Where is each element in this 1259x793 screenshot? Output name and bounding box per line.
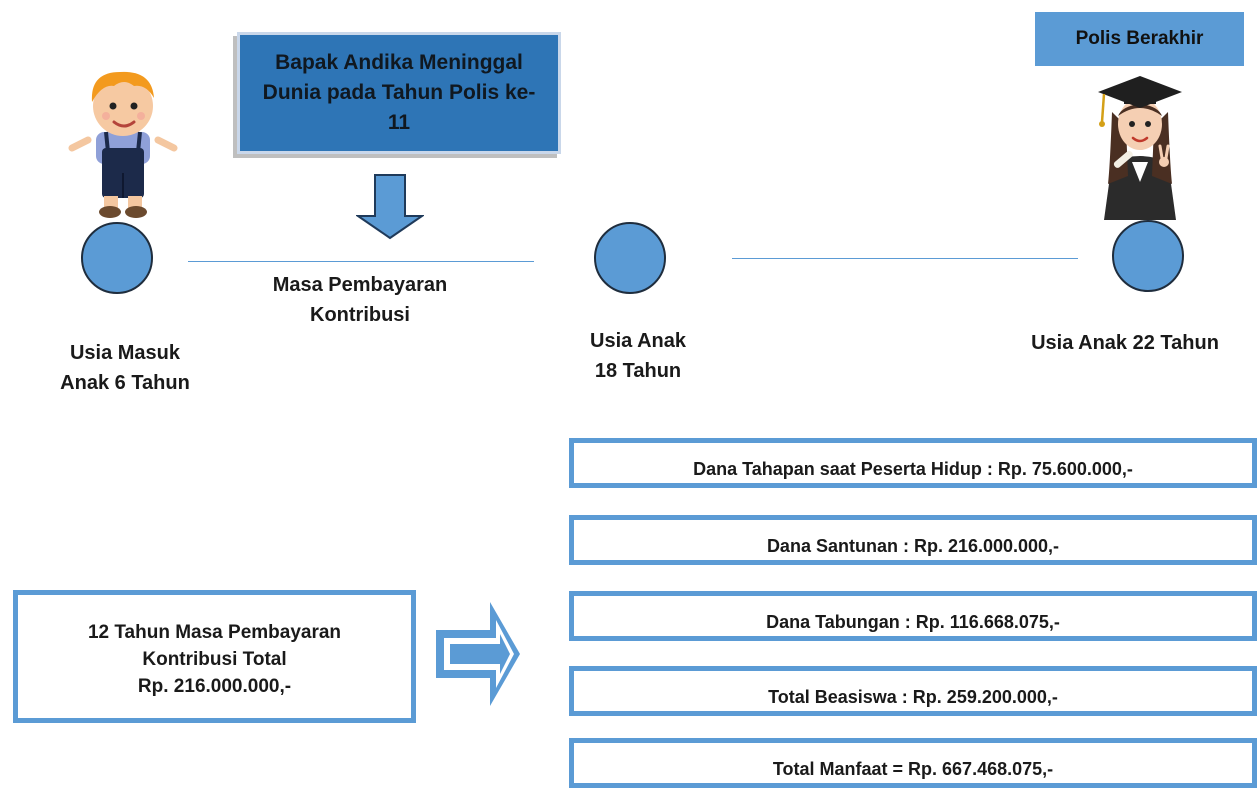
- end-age-label: Usia Anak 22 Tahun: [1005, 328, 1245, 358]
- timeline-node-end: [1112, 220, 1184, 292]
- benefit-text: Dana Santunan : Rp. 216.000.000,-: [766, 536, 1060, 556]
- payment-period-line1: Masa Pembayaran: [272, 274, 448, 296]
- timeline-line-end: [732, 258, 1078, 259]
- policy-end-box: Polis Berakhir: [1035, 12, 1244, 66]
- payment-period-line2: Kontribusi: [310, 304, 410, 326]
- mid-age-label: Usia Anak 18 Tahun: [548, 326, 728, 386]
- child-illustration: [68, 71, 178, 218]
- graduate-illustration: [1098, 76, 1182, 220]
- benefit-text: Dana Tabungan : Rp. 116.668.075,-: [766, 612, 1060, 632]
- start-age-line2: Anak 6 Tahun: [60, 372, 190, 394]
- benefit-box-savings: Dana Tabungan : Rp. 116.668.075,-: [569, 591, 1257, 641]
- benefit-box-compensation: Dana Santunan : Rp. 216.000.000,-: [569, 515, 1257, 565]
- summary-line1: 12 Tahun Masa Pembayaran: [87, 622, 342, 643]
- mid-age-line1: Usia Anak: [590, 330, 686, 352]
- event-box-text: Bapak Andika Meninggal Dunia pada Tahun …: [262, 51, 536, 134]
- start-age-label: Usia Masuk Anak 6 Tahun: [20, 338, 230, 398]
- benefit-box-total: Total Manfaat = Rp. 667.468.075,-: [569, 738, 1257, 788]
- benefit-box-scholarship: Total Beasiswa : Rp. 259.200.000,-: [569, 666, 1257, 716]
- timeline-node-start: [81, 222, 153, 294]
- end-age-line: Usia Anak 22 Tahun: [1031, 332, 1219, 354]
- start-age-line1: Usia Masuk: [69, 342, 181, 364]
- event-box: Bapak Andika Meninggal Dunia pada Tahun …: [237, 32, 561, 154]
- payment-period-label: Masa Pembayaran Kontribusi: [240, 270, 480, 330]
- benefit-text: Dana Tahapan saat Peserta Hidup : Rp. 75…: [693, 459, 1133, 479]
- benefit-box-survival-stage: Dana Tahapan saat Peserta Hidup : Rp. 75…: [569, 438, 1257, 488]
- summary-line2: Kontribusi Total: [142, 649, 287, 670]
- policy-end-label: Polis Berakhir: [1075, 28, 1204, 49]
- benefit-text: Total Manfaat = Rp. 667.468.075,-: [772, 759, 1054, 779]
- timeline-line-start: [188, 261, 534, 262]
- timeline-node-mid: [594, 222, 666, 294]
- summary-line3: Rp. 216.000.000,-: [137, 676, 292, 697]
- down-arrow-icon: [356, 174, 424, 240]
- benefit-text: Total Beasiswa : Rp. 259.200.000,-: [768, 687, 1058, 707]
- right-arrow-icon: [436, 602, 520, 706]
- mid-age-line2: 18 Tahun: [594, 360, 682, 382]
- contribution-summary-box: 12 Tahun Masa Pembayaran Kontribusi Tota…: [13, 590, 416, 723]
